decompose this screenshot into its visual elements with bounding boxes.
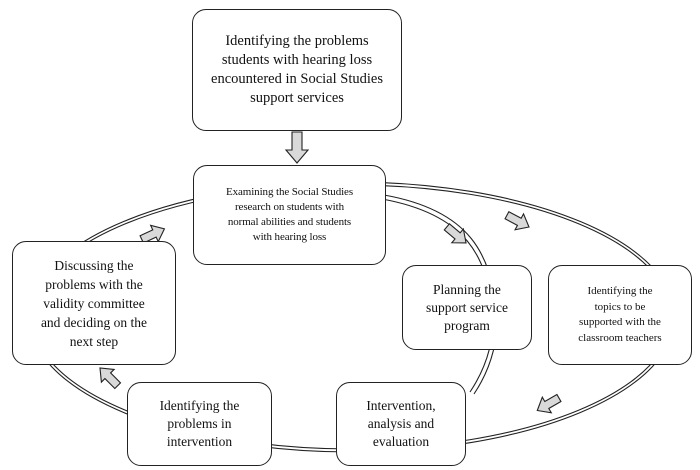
box-planning-program-text: Planning the support service program (425, 281, 509, 333)
arrow-to-topics (504, 210, 530, 231)
box-intervention-analysis: Intervention, analysis and evaluation (336, 382, 466, 466)
arrow-to-intervention (536, 393, 562, 414)
down-arrow (284, 131, 310, 164)
box-identifying-topics: Identifying the topics to be supported w… (548, 265, 692, 365)
box-identifying-problems: Identifying the problems students with h… (192, 9, 402, 131)
arrow-to-discussing (99, 367, 122, 390)
box-examining-research-text: Examining the Social Studies research on… (225, 186, 354, 243)
box-intervention-analysis-text: Intervention, analysis and evaluation (366, 398, 436, 449)
box-identifying-problems-intervention-text: Identifying the problems in intervention (159, 398, 240, 449)
box-planning-program: Planning the support service program (402, 265, 532, 350)
box-identifying-problems-intervention: Identifying the problems in intervention (127, 382, 272, 466)
box-discussing-problems: Discussing the problems with the validit… (12, 241, 176, 365)
box-discussing-problems-text: Discussing the problems with the validit… (40, 257, 148, 349)
box-identifying-problems-text: Identifying the problems students with h… (211, 33, 383, 106)
box-identifying-topics-text: Identifying the topics to be supported w… (578, 285, 662, 344)
arrow-to-planning (443, 223, 467, 244)
box-examining-research: Examining the Social Studies research on… (193, 165, 386, 265)
